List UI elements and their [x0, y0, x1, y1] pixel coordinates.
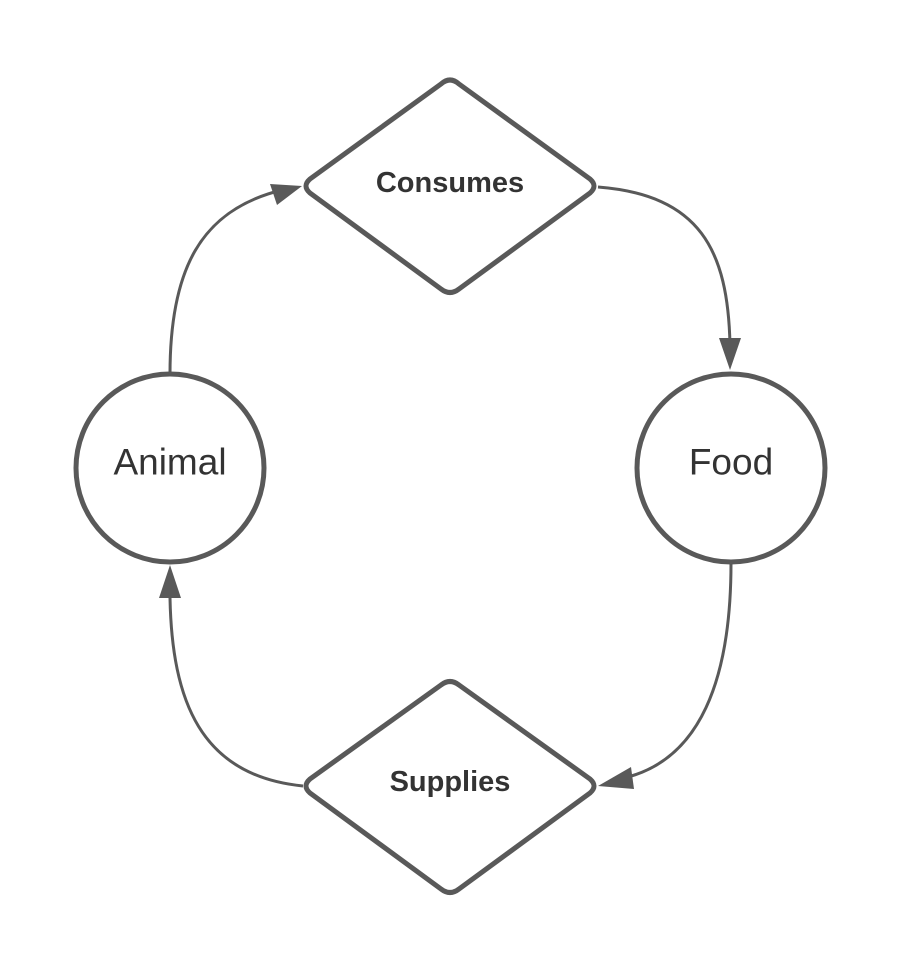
supplies-diamond — [303, 679, 597, 895]
node-supplies[interactable]: Supplies — [303, 679, 597, 895]
arrowhead-consumes — [270, 184, 302, 205]
food-circle — [634, 371, 828, 565]
arrowhead-animal — [159, 565, 181, 598]
consumes-diamond — [303, 77, 597, 295]
animal-circle — [73, 371, 267, 565]
node-consumes[interactable]: Consumes — [303, 77, 597, 295]
edge-supplies-to-animal — [168, 597, 304, 788]
supplies-label: Supplies — [390, 766, 511, 798]
node-food[interactable]: Food — [634, 371, 828, 565]
arrowhead-food — [719, 338, 741, 370]
arrowhead-supplies — [598, 767, 634, 789]
animal-label: Animal — [113, 442, 226, 483]
edge-animal-to-consumes — [168, 188, 283, 375]
edge-food-to-supplies — [623, 562, 733, 780]
food-label: Food — [689, 442, 773, 483]
edge-consumes-to-food — [597, 185, 732, 346]
edges — [159, 184, 741, 789]
consumes-label: Consumes — [376, 167, 524, 199]
node-animal[interactable]: Animal — [73, 371, 267, 565]
